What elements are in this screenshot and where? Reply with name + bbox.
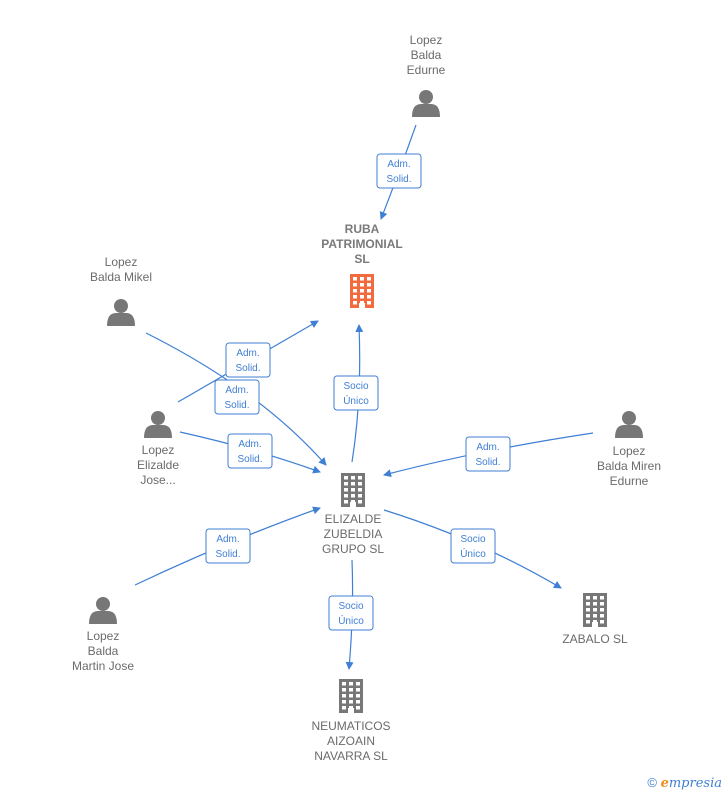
- edge-label-text: Solid.: [386, 174, 411, 185]
- edge-label-box: [450, 528, 496, 564]
- edge-label-text: Solid.: [475, 457, 500, 468]
- edge-label-text: Adm.: [236, 348, 259, 359]
- edge-label-box: [465, 436, 511, 472]
- node-label: SL: [354, 252, 369, 266]
- node-zabalo[interactable]: ZABALO SL: [562, 593, 628, 646]
- edge-label-box: [205, 528, 251, 564]
- person-icon: [412, 90, 440, 117]
- edge-label-text: Adm.: [225, 385, 248, 396]
- brand-initial: e: [660, 776, 669, 791]
- building-icon: [341, 473, 365, 507]
- node-label: Lopez: [105, 255, 138, 269]
- building-icon: [350, 274, 374, 308]
- edge-label-text: Socio: [460, 534, 485, 545]
- copyright-symbol: ©: [647, 775, 657, 790]
- person-icon: [89, 597, 117, 624]
- node-label: Balda: [411, 48, 442, 62]
- node-label: ELIZALDE: [325, 512, 382, 526]
- edge-label-text: Único: [343, 394, 369, 407]
- node-label: NEUMATICOS: [311, 719, 390, 733]
- edge-label-text: Adm.: [216, 534, 239, 545]
- node-label: Balda Mikel: [90, 270, 152, 284]
- edge-label-text: Solid.: [237, 454, 262, 465]
- edge-label-text: Solid.: [215, 549, 240, 560]
- node-label: PATRIMONIAL: [321, 237, 403, 251]
- person-icon: [615, 411, 643, 438]
- edge-label-box: [328, 595, 374, 631]
- edge-label-box: [376, 153, 422, 189]
- node-label: Jose...: [140, 473, 175, 487]
- node-label: Edurne: [407, 63, 446, 77]
- node-label: Edurne: [610, 474, 649, 488]
- node-label: ZABALO SL: [562, 632, 628, 646]
- edge-label-text: Único: [460, 547, 486, 560]
- edge-label: Adm. Solid.: [376, 153, 422, 189]
- node-label: Elizalde: [137, 458, 179, 472]
- edge-label-box: [214, 379, 260, 415]
- edge-label-box: [227, 433, 273, 469]
- edge-label: Adm. Solid.: [214, 379, 260, 415]
- node-label: RUBA: [345, 222, 380, 236]
- edge-label-text: Socio: [338, 601, 363, 612]
- node-label: Balda: [88, 644, 119, 658]
- edge-label: Adm. Solid.: [205, 528, 251, 564]
- edge-label-text: Solid.: [235, 363, 260, 374]
- node-label: Balda Miren: [597, 459, 661, 473]
- node-label: ZUBELDIA: [324, 527, 383, 541]
- edge-label-text: Solid.: [224, 400, 249, 411]
- person-icon: [107, 299, 135, 326]
- node-label: Martin Jose: [72, 659, 134, 673]
- edge-label-text: Socio: [343, 381, 368, 392]
- edge-label-box: [225, 342, 271, 378]
- node-lopez_elizalde_jose[interactable]: LopezElizaldeJose...: [137, 411, 179, 487]
- node-label: Lopez: [613, 444, 646, 458]
- edge-label: Adm. Solid.: [227, 433, 273, 469]
- brand-name: mpresia: [668, 776, 722, 791]
- building-icon: [339, 679, 363, 713]
- node-label: Lopez: [410, 33, 443, 47]
- brand-watermark: © empresia: [647, 775, 722, 791]
- edge-label: Adm. Solid.: [465, 436, 511, 472]
- node-label: Lopez: [142, 443, 175, 457]
- node-label: NAVARRA SL: [314, 749, 388, 763]
- edge-label-text: Adm.: [387, 159, 410, 170]
- edge-label-text: Adm.: [476, 442, 499, 453]
- edge-label-text: Único: [338, 614, 364, 627]
- person-icon: [144, 411, 172, 438]
- node-label: AIZOAIN: [327, 734, 375, 748]
- edge-label-text: Adm.: [238, 439, 261, 450]
- edge-label-box: [333, 375, 379, 411]
- building-icon: [583, 593, 607, 627]
- node-label: GRUPO SL: [322, 542, 384, 556]
- node-label: Lopez: [87, 629, 120, 643]
- edge-labels-layer: Adm.Solid.Adm.Solid.SocioÚnicoAdm.Solid.…: [205, 153, 511, 631]
- edge-label: Adm. Solid.: [225, 342, 271, 378]
